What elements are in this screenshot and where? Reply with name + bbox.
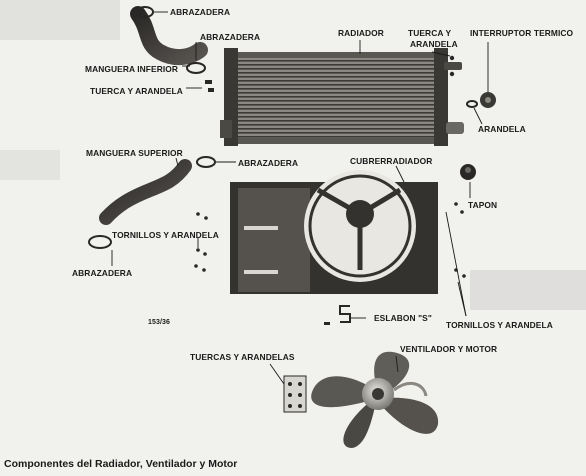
label-interruptor-termico: INTERRUPTOR TERMICO bbox=[470, 28, 574, 38]
radiator-right-tank bbox=[434, 48, 448, 146]
label-cubrerradiador: CUBRERRADIADOR bbox=[350, 156, 432, 166]
nut-and-washer-left bbox=[205, 80, 214, 92]
washer bbox=[466, 100, 478, 108]
s-link-fastener bbox=[324, 322, 330, 325]
label-abrazadera-top: ABRAZADERA bbox=[170, 7, 230, 17]
label-abrazadera-2: ABRAZADERA bbox=[200, 32, 260, 42]
lower-hose bbox=[130, 6, 208, 65]
figure-caption: Componentes del Radiador, Ventilador y M… bbox=[4, 458, 238, 470]
label-arandela-2: ARANDELA bbox=[410, 39, 458, 49]
label-radiador: RADIADOR bbox=[338, 28, 384, 38]
screws-and-washers-right bbox=[454, 202, 466, 278]
label-abrazadera-mid: ABRAZADERA bbox=[238, 158, 298, 168]
label-ventilador-motor: VENTILADOR Y MOTOR bbox=[400, 344, 497, 354]
label-abrazadera-bottom: ABRAZADERA bbox=[72, 268, 132, 278]
label-tapon: TAPON bbox=[468, 200, 497, 210]
label-eslabon-s: ESLABON "S" bbox=[374, 313, 432, 323]
label-ref-number: 153/36 bbox=[148, 319, 170, 326]
thermal-switch bbox=[480, 92, 496, 108]
radiator-outlet-pipe bbox=[446, 122, 464, 134]
fan-shroud bbox=[230, 170, 438, 294]
leader-lines bbox=[111, 11, 489, 385]
clamp-upper-hose bbox=[196, 156, 216, 168]
clamp-top bbox=[136, 6, 154, 18]
clamp-lower-hose bbox=[186, 62, 206, 74]
nuts-and-washers-block bbox=[283, 375, 307, 413]
radiator-core bbox=[238, 58, 434, 138]
radiator-bracket bbox=[220, 120, 232, 138]
label-tuerca-arandela-left: TUERCA Y ARANDELA bbox=[90, 86, 183, 96]
label-tornillos-arandela-left: TORNILLOS Y ARANDELA bbox=[112, 230, 219, 240]
background-texture bbox=[0, 0, 586, 310]
labels: ABRAZADERA ABRAZADERA MANGUERA INFERIOR … bbox=[72, 7, 574, 362]
radiator-cap bbox=[460, 164, 476, 180]
s-link bbox=[339, 305, 351, 323]
clamp-bottom bbox=[88, 235, 112, 249]
radiator-inlet-pipe bbox=[444, 62, 462, 70]
label-arandela: ARANDELA bbox=[478, 124, 526, 134]
label-manguera-inferior: MANGUERA INFERIOR bbox=[85, 64, 178, 74]
screws-and-washers-left bbox=[194, 212, 208, 272]
label-manguera-superior: MANGUERA SUPERIOR bbox=[86, 148, 183, 158]
upper-hose bbox=[99, 159, 192, 225]
radiator bbox=[220, 48, 464, 146]
label-tuerca-y: TUERCA Y bbox=[408, 28, 451, 38]
nut-and-washer-right bbox=[449, 55, 455, 77]
label-tuercas-arandelas: TUERCAS Y ARANDELAS bbox=[190, 352, 295, 362]
label-tornillos-arandela-right: TORNILLOS Y ARANDELA bbox=[446, 320, 553, 330]
fan-and-motor bbox=[311, 351, 439, 448]
